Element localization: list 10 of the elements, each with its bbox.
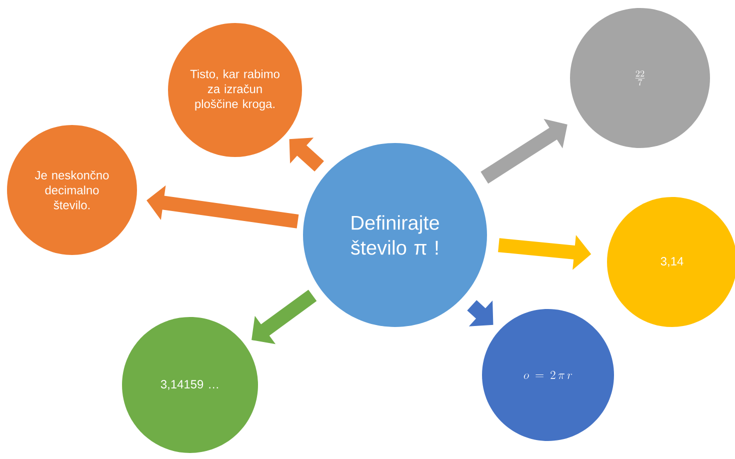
block-arrow <box>480 118 568 184</box>
block-arrow <box>289 138 324 172</box>
circle-node: Je neskončno decimalno število. <box>7 125 137 255</box>
circle-node: $o = 2\,\pi\, r$ <box>482 309 614 441</box>
circle-node: $\frac{22}{7}$ <box>570 8 710 148</box>
circle-node: Tisto, kar rabimo za izračun ploščine kroga. <box>168 23 302 157</box>
block-arrow <box>467 300 494 326</box>
circle-node: 3,14159 … <box>122 317 258 453</box>
circle-node: Definirajte število π ! <box>303 143 487 327</box>
block-arrow <box>252 290 317 344</box>
